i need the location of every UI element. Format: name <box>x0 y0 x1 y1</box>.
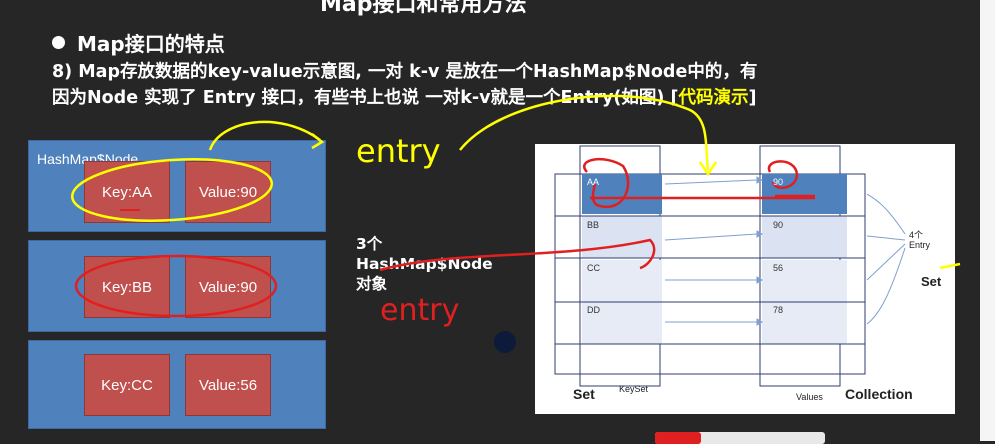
value-4: 78 <box>773 305 784 315</box>
node-3-key: Key:CC <box>84 354 170 416</box>
node-1-value: Value:90 <box>185 161 271 223</box>
bullet-heading: Map接口的特点 <box>52 28 225 57</box>
slide-title: Map接口和常用方法 <box>320 0 527 17</box>
value-3: 56 <box>773 263 784 273</box>
values-label: Values <box>796 392 823 402</box>
bullet-dot-icon <box>52 36 65 49</box>
collection-label: Collection <box>845 386 913 402</box>
hashmap-node-2: Key:BB Value:90 <box>28 240 326 332</box>
value-cell-2 <box>762 216 847 258</box>
mapping-arrows <box>664 176 763 326</box>
cursor-marker <box>494 331 516 353</box>
entry-diagram: AA BB CC DD 90 90 56 78 4个 Entry Set Set… <box>535 144 955 414</box>
paragraph-line-2-text: 因为Node 实现了 Entry 接口，有些书上也说 一对k-v就是一个Entr… <box>52 88 679 108</box>
count-line-3: 对象 <box>356 275 388 293</box>
value-cell-3 <box>762 260 847 302</box>
hashmap-node-3: Key:CC Value:56 <box>28 340 326 429</box>
count-line-1: 3个 <box>356 235 383 253</box>
node-2-value: Value:90 <box>185 256 271 318</box>
paragraph-line-2: 因为Node 实现了 Entry 接口，有些书上也说 一对k-v就是一个Entr… <box>52 84 756 109</box>
node-count-label: 3个 HashMap$Node 对象 <box>356 234 493 294</box>
value-1: 90 <box>773 177 784 187</box>
handwritten-entry-top: entry <box>356 132 441 170</box>
key-dd: DD <box>587 305 600 315</box>
node-2-key: Key:BB <box>84 256 170 318</box>
value-cell-1 <box>762 174 847 214</box>
key-cell-1 <box>582 174 662 214</box>
key-aa: AA <box>587 177 600 187</box>
paragraph-line-2-end: ] <box>748 88 757 108</box>
count-line-2: HashMap$Node <box>356 255 493 273</box>
key-cell-4 <box>582 302 662 344</box>
bullet-text: Map接口的特点 <box>77 32 225 56</box>
set-bottom-label: Set <box>573 386 595 402</box>
handwritten-entry-mid: entry <box>380 293 459 328</box>
key-bb: BB <box>587 220 600 230</box>
code-demo-link[interactable]: 代码演示 <box>678 88 749 108</box>
set-right-label: Set <box>921 274 942 289</box>
entry-arrows <box>866 193 906 325</box>
entry-label: Entry <box>909 240 931 250</box>
key-cc: CC <box>587 263 600 273</box>
window-edge <box>980 0 995 441</box>
paragraph-line-1: 8) Map存放数据的key-value示意图, 一对 k-v 是放在一个Has… <box>52 62 758 82</box>
taskbar-red-icon[interactable] <box>655 432 701 444</box>
node-3-value: Value:56 <box>185 354 271 416</box>
entry-count-label: 4个 <box>909 230 924 240</box>
hashmap-node-1: HashMap$Node Key:AA Value:90 <box>28 140 326 232</box>
node-1-key: Key:AA <box>84 161 170 223</box>
value-cell-4 <box>762 302 847 344</box>
keyset-label: KeySet <box>619 384 649 394</box>
value-2: 90 <box>773 220 784 230</box>
